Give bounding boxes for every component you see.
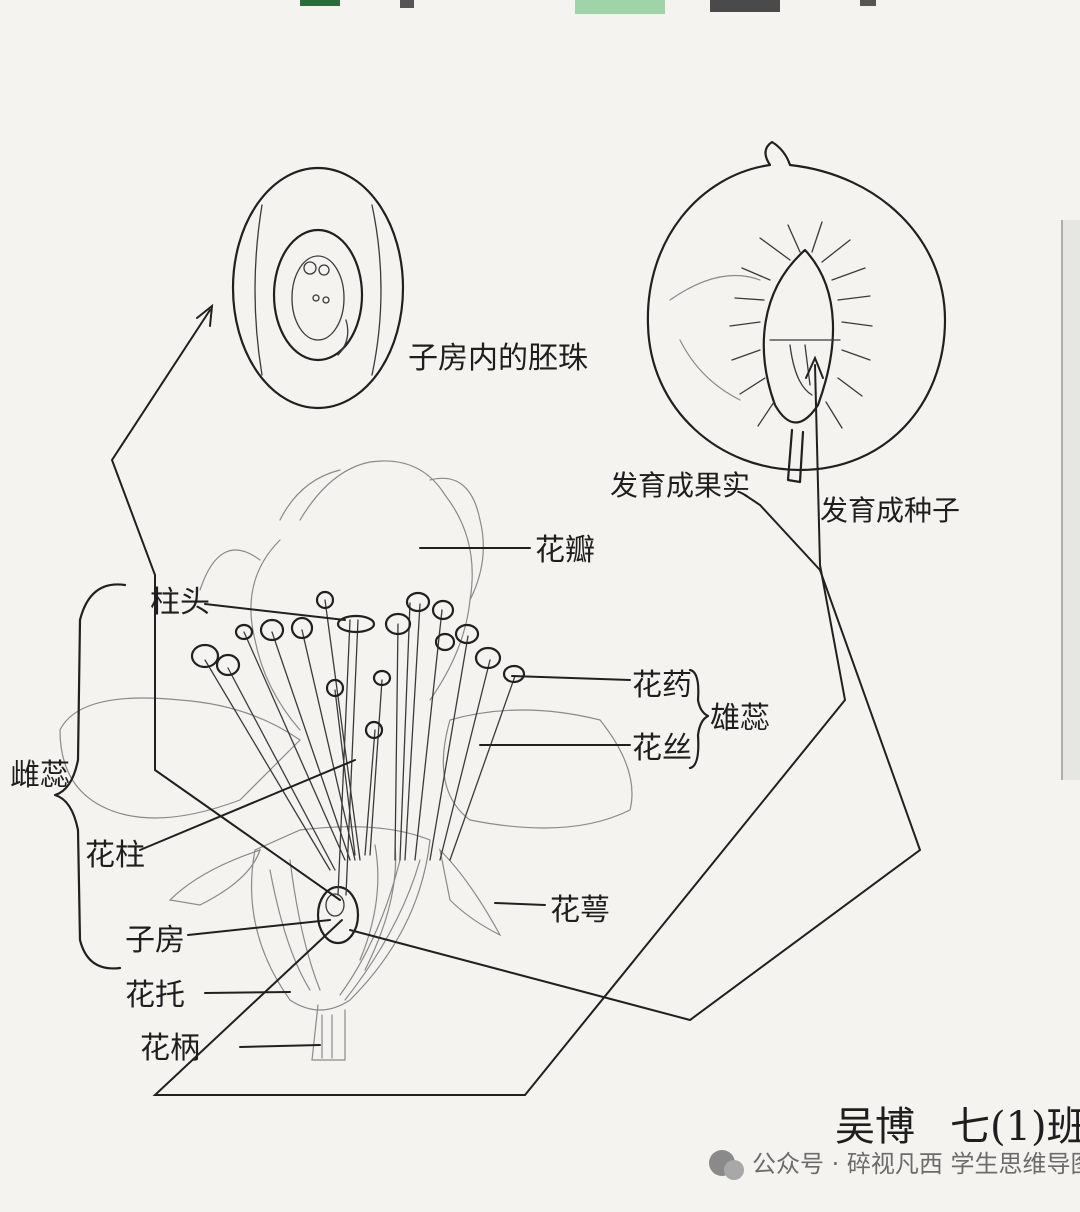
right-page-edge xyxy=(1061,220,1080,780)
label-anther: 花药 xyxy=(632,668,692,703)
arrow-to-seed xyxy=(152,364,847,1096)
arrow-to-fruit xyxy=(349,494,922,1022)
label-filament: 花丝 xyxy=(632,731,692,766)
stigma-shape xyxy=(336,614,376,634)
label-ovule-in-ovary: 子房内的胚珠 xyxy=(408,341,588,376)
ovule-outer xyxy=(231,166,405,410)
label-pistil: 雌蕊 xyxy=(10,758,70,793)
label-stigma: 柱头 xyxy=(150,585,210,620)
label-ovary: 子房 xyxy=(125,923,185,958)
label-sepal: 花萼 xyxy=(550,893,610,928)
stamens xyxy=(190,590,526,871)
label-style: 花柱 xyxy=(85,838,145,873)
label-petal: 花瓣 xyxy=(535,533,595,568)
label-receptacle: 花托 xyxy=(125,978,185,1013)
label-pedicel: 花柄 xyxy=(140,1031,200,1066)
signature-author: 吴博 xyxy=(835,1104,915,1150)
seed-shape xyxy=(762,248,835,424)
ovule-drawing xyxy=(231,166,405,410)
leader-lines xyxy=(139,547,631,1048)
flower-drawing xyxy=(59,460,633,1061)
petal-shape xyxy=(299,460,473,701)
label-develops-into-seed: 发育成种子 xyxy=(820,494,960,527)
top-edge-fragments xyxy=(300,0,876,14)
signature-class: 七(1)班 xyxy=(950,1104,1080,1150)
label-stamen: 雄蕊 xyxy=(710,701,770,736)
label-develops-into-fruit: 发育成果实 xyxy=(610,469,750,502)
watermark: 公众号 · 碎视凡西 学生思维导图网 xyxy=(709,1150,1080,1180)
pedicel-shape xyxy=(311,1004,346,1061)
development-arrows xyxy=(110,303,922,1096)
stamen-bracket xyxy=(688,668,710,770)
fruit-drawing xyxy=(646,140,947,484)
watermark-text: 公众号 · 碎视凡西 学生思维导图网 xyxy=(752,1150,1080,1178)
arrow-to-ovule xyxy=(110,309,211,771)
pistil-bracket xyxy=(53,583,127,970)
fruit-outline xyxy=(646,140,947,472)
